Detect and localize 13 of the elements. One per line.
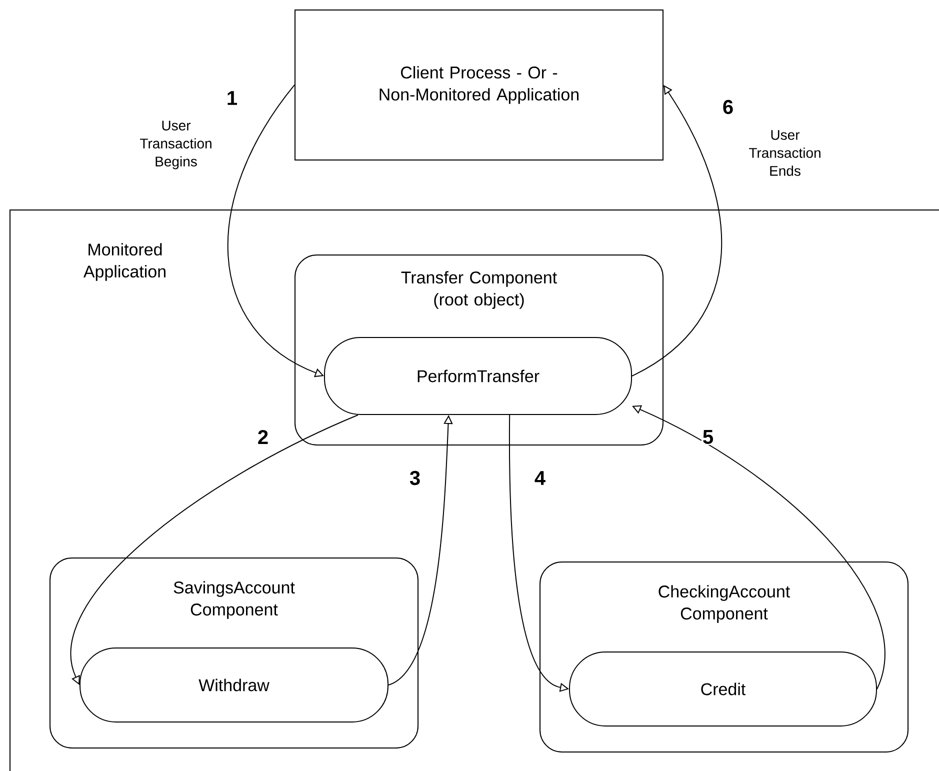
arrow [632,85,722,376]
process-box: Client Process - Or - Non-Monitored Application [294,10,664,160]
step-number: 5 [701,429,715,445]
annotation: User Transaction Begins [140,120,212,170]
method-box: Credit [569,652,878,726]
annotation: User Transaction Ends [749,130,820,176]
step-number: 6 [721,98,735,116]
step-number: 4 [533,470,547,486]
step-number: 1 [225,90,239,106]
step-number: 3 [408,470,422,486]
method-box: Withdraw [80,648,388,722]
method-box: PerformTransfer [324,337,632,415]
step-number: 2 [256,429,270,445]
